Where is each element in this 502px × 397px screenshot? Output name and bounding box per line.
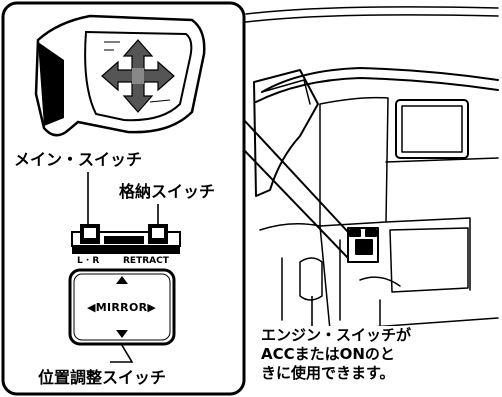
adjust-switch-label: 位置調整スイッチ <box>38 368 167 387</box>
lr-selector-text: L · R <box>77 256 100 266</box>
side-mirror-illustration <box>34 14 206 137</box>
note-line: きに使用できます。 <box>261 364 395 382</box>
main-switch[interactable] <box>80 224 100 244</box>
note-line: エンジン・スイッチが <box>261 326 412 344</box>
switch-panel <box>71 224 181 254</box>
down-arrow-icon[interactable] <box>116 330 128 338</box>
up-arrow-icon[interactable] <box>116 276 128 284</box>
label-leader-lines <box>87 172 313 363</box>
mirror-pad-label: ◀MIRROR▶ <box>87 301 157 314</box>
callout-frame <box>1 1 349 396</box>
mirror-adjust-pad[interactable] <box>68 268 176 346</box>
engine-switch-note: エンジン・スイッチが ACCまたはONのと きに使用できます。 <box>258 326 415 383</box>
retract-switch-label: 格納スイッチ <box>119 182 216 201</box>
main-switch-label: メイン・スイッチ <box>14 150 143 169</box>
dashboard-illustration <box>245 6 499 331</box>
retract-switch[interactable] <box>148 224 168 244</box>
adjust-direction-icon <box>101 39 175 113</box>
retract-text: RETRACT <box>123 256 169 266</box>
note-line: ACCまたはONのと <box>261 345 395 363</box>
